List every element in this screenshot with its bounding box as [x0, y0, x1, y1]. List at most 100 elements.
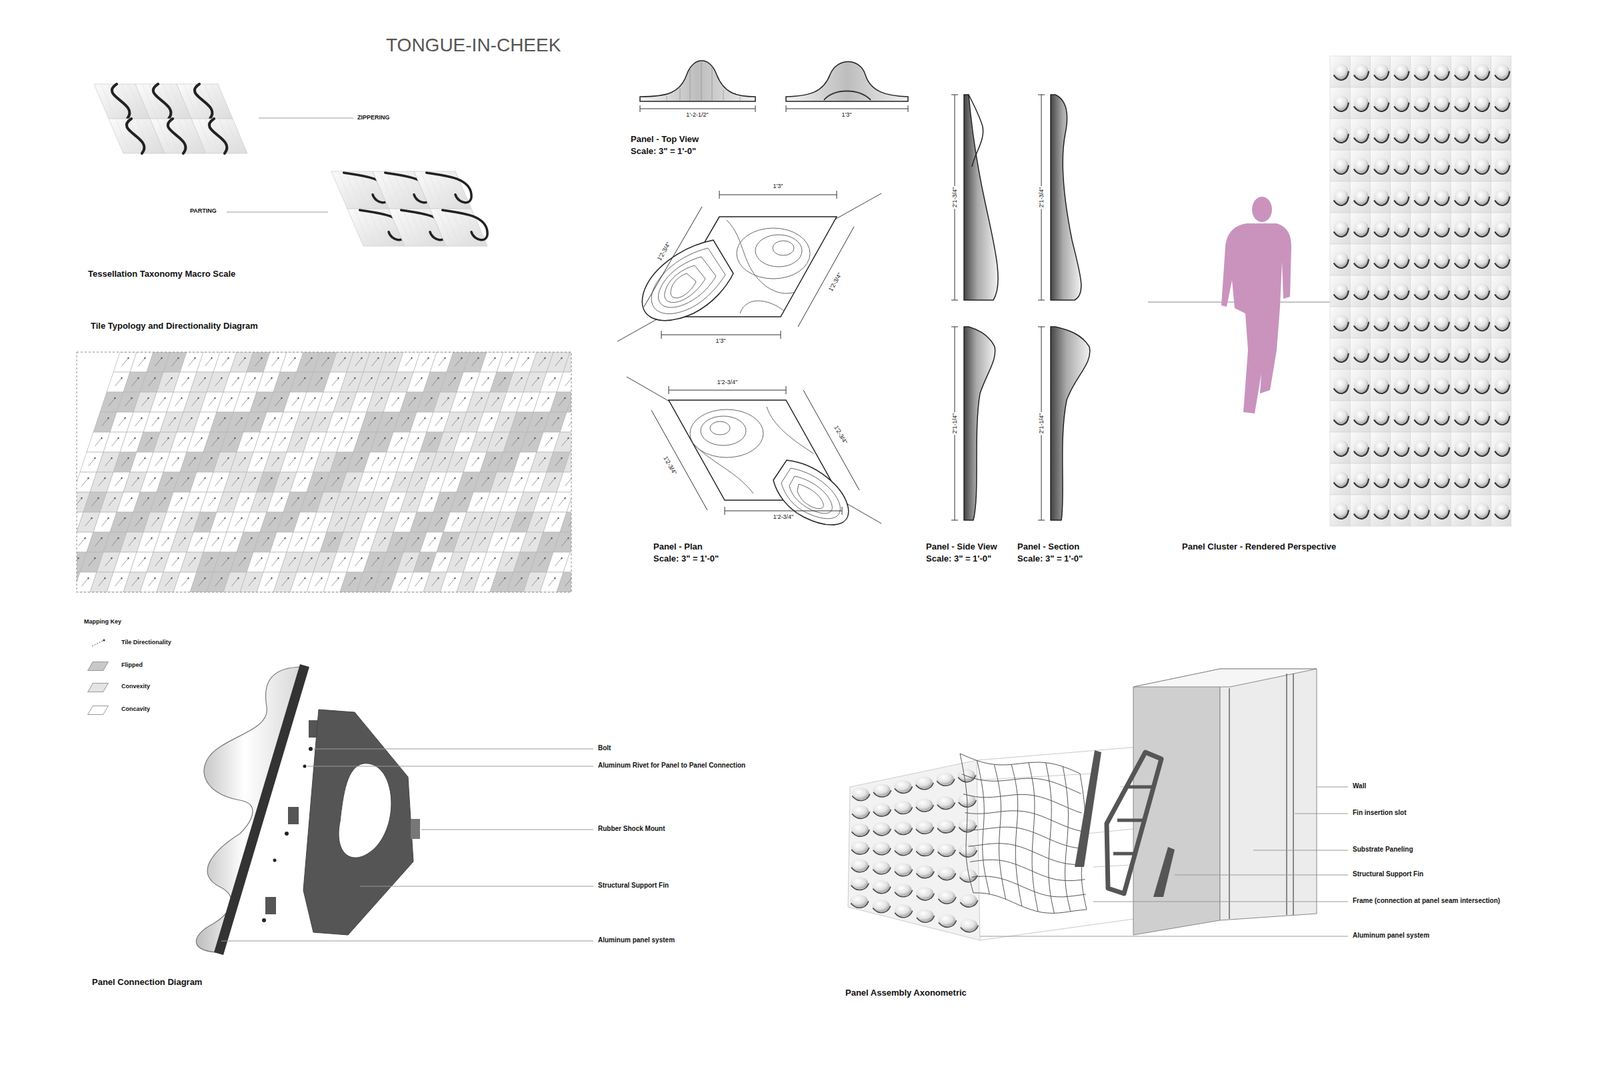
- bump-shadow: [1495, 197, 1510, 206]
- direction-mark: [328, 438, 336, 446]
- bump-shadow: [1394, 385, 1410, 394]
- direction-mark: [385, 418, 392, 426]
- direction-mark: [257, 417, 259, 419]
- direction-mark: [137, 377, 139, 379]
- direction-mark: [522, 558, 529, 566]
- direction-mark: [132, 478, 139, 486]
- direction-mark: [227, 557, 229, 559]
- direction-mark: [165, 478, 172, 486]
- mesh-line: [338, 171, 354, 209]
- direction-mark: [322, 358, 329, 366]
- direction-mark: [208, 398, 216, 406]
- direction-mark: [254, 377, 256, 379]
- bump-shadow: [937, 802, 955, 809]
- direction-mark: [440, 417, 442, 419]
- direction-mark: [520, 477, 522, 479]
- callout-label: Aluminum panel system: [598, 936, 675, 944]
- panel-top-view: [824, 91, 871, 101]
- direction-mark: [212, 538, 219, 546]
- wall-tile: [1370, 118, 1390, 150]
- direction-mark: [154, 477, 156, 479]
- direction-mark: [327, 357, 329, 359]
- direction-mark: [544, 357, 546, 359]
- wall-face: [1133, 668, 1220, 935]
- wall-tile: [1350, 118, 1370, 150]
- tile: [553, 532, 572, 552]
- bump-shadow: [894, 786, 912, 793]
- direction-mark: [487, 577, 489, 579]
- bump-shadow: [959, 825, 977, 832]
- mesh-line: [428, 171, 444, 209]
- direction-mark: [218, 518, 226, 526]
- direction-mark: [374, 417, 376, 419]
- direction-mark: [348, 578, 356, 586]
- direction-mark: [525, 498, 532, 506]
- direction-mark: [377, 457, 379, 459]
- direction-mark: [568, 418, 572, 426]
- direction-mark: [545, 438, 552, 446]
- bump-shadow: [1394, 166, 1410, 174]
- direction-mark: [460, 457, 462, 459]
- direction-mark: [517, 437, 519, 439]
- direction-mark: [410, 557, 412, 559]
- view-scale: Scale: 3" = 1'-0": [1017, 554, 1083, 564]
- wall-tile: [1470, 432, 1491, 464]
- callout-label: Substrate Paneling: [1352, 845, 1414, 854]
- bump-shadow: [1434, 291, 1450, 300]
- leader-line: [258, 118, 354, 119]
- direction-mark: [308, 498, 316, 506]
- direction-mark: [138, 558, 146, 566]
- direction-mark: [268, 418, 276, 426]
- wall-tile: [1470, 181, 1491, 213]
- direction-mark: [222, 358, 229, 366]
- direction-mark: [307, 517, 309, 519]
- direction-mark: [122, 358, 129, 366]
- bump-shadow: [1454, 291, 1470, 300]
- bump-shadow: [1454, 322, 1470, 331]
- direction-mark: [274, 517, 276, 519]
- direction-mark: [567, 537, 569, 539]
- direction-mark: [318, 518, 326, 526]
- wall-tile: [1330, 181, 1350, 213]
- direction-mark: [454, 577, 456, 579]
- direction-mark: [228, 438, 236, 446]
- direction-mark: [110, 557, 112, 559]
- bump-shadow: [938, 896, 956, 903]
- direction-mark: [258, 398, 266, 406]
- direction-mark: [398, 578, 406, 586]
- direction-mark: [414, 397, 416, 399]
- direction-mark: [345, 538, 352, 546]
- bump-shadow: [1414, 416, 1430, 425]
- direction-mark: [557, 417, 559, 419]
- direction-mark: [178, 538, 186, 546]
- direction-mark: [234, 537, 236, 539]
- direction-mark: [208, 498, 216, 506]
- direction-mark: [478, 438, 486, 446]
- direction-mark: [552, 518, 559, 526]
- direction-mark: [202, 418, 209, 426]
- direction-mark: [182, 478, 189, 486]
- grid-line: [963, 794, 1082, 814]
- bump-shadow: [1474, 416, 1490, 425]
- direction-mark: [564, 497, 566, 499]
- bump-shadow: [1434, 166, 1450, 174]
- tongue-curve: [442, 210, 488, 240]
- direction-mark: [427, 357, 429, 359]
- leader-line: [221, 748, 594, 941]
- direction-mark: [198, 378, 206, 386]
- mesh-line: [354, 208, 370, 246]
- direction-mark: [187, 377, 189, 379]
- bump-shadow: [1434, 510, 1450, 519]
- direction-mark: [402, 418, 409, 426]
- direction-mark: [405, 558, 412, 566]
- bump-shadow: [1414, 166, 1430, 174]
- direction-mark: [214, 497, 216, 499]
- direction-mark: [155, 358, 162, 366]
- view-scale: Scale: 3" = 1'-0": [630, 146, 696, 157]
- fin-cutout: [338, 763, 392, 858]
- direction-mark: [385, 518, 392, 526]
- direction-mark: [288, 558, 296, 566]
- wall-tile: [1430, 275, 1451, 307]
- bump-shadow: [1414, 228, 1430, 237]
